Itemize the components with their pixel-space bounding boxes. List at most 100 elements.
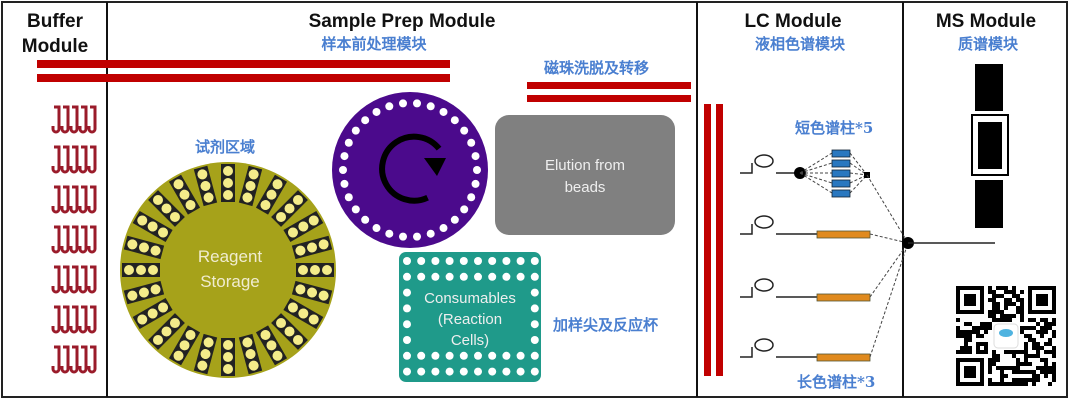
reaction-cell: [530, 351, 539, 360]
buffer-tube: [87, 145, 97, 174]
reagent-rack: [123, 280, 165, 305]
reagent-vial: [298, 221, 309, 232]
qr-module: [1048, 350, 1052, 354]
buffer-tube: [69, 105, 79, 134]
consumables-plate: [399, 252, 541, 382]
qr-module: [1028, 334, 1032, 338]
qr-module: [1032, 370, 1036, 374]
buffer-tube: [51, 225, 61, 254]
elution-label-2: beads: [565, 179, 606, 196]
reagent-vial: [223, 364, 233, 374]
reaction-cell: [530, 320, 539, 329]
qr-module: [1004, 290, 1008, 294]
long-column: [816, 230, 871, 239]
carousel-well: [372, 224, 381, 233]
flow-line: [869, 242, 909, 358]
reagent-vial: [200, 349, 211, 360]
qr-module: [996, 310, 1000, 314]
sample-prep-subtitle: 样本前处理模块: [321, 35, 427, 53]
qr-module: [1036, 346, 1040, 350]
reagent-label-2: Storage: [200, 272, 260, 291]
qr-module: [1036, 378, 1040, 382]
qr-module: [1048, 366, 1052, 370]
qr-module: [1000, 318, 1004, 322]
qr-module: [992, 290, 996, 294]
carousel-well: [426, 229, 435, 238]
pump-line: [740, 347, 753, 358]
reaction-cell: [445, 272, 454, 281]
qr-module: [968, 334, 972, 338]
qr-module: [1024, 354, 1028, 358]
reagent-rack: [168, 325, 201, 366]
qr-logo-mark: [999, 329, 1013, 337]
qr-module: [1000, 286, 1004, 290]
qr-module: [984, 330, 988, 334]
qr-module: [996, 286, 1000, 290]
qr-module: [1044, 374, 1048, 378]
split-line: [799, 162, 833, 174]
qr-module: [1052, 366, 1056, 370]
qr-module: [988, 378, 992, 382]
buffer-tube: [51, 145, 61, 174]
qr-module: [1004, 366, 1008, 370]
reagent-vial: [223, 352, 233, 362]
reagent-vial: [138, 287, 149, 298]
qr-module: [960, 350, 964, 354]
reagent-vial: [197, 169, 208, 180]
qr-module: [1000, 310, 1004, 314]
reaction-cell: [474, 272, 482, 281]
mass-spectrometer: [971, 64, 1009, 228]
reagent-vial: [284, 326, 295, 337]
qr-module: [992, 302, 996, 306]
carousel-well: [460, 205, 469, 214]
reagent-rack: [238, 165, 263, 207]
split-line: [799, 172, 833, 194]
reagent-vial: [242, 192, 253, 203]
carousel-well: [413, 99, 422, 108]
qr-module: [1020, 314, 1024, 318]
qr-finder: [956, 286, 984, 314]
buffer-tube: [87, 105, 97, 134]
qr-module: [1016, 358, 1020, 362]
reagent-vial: [248, 360, 259, 371]
qr-module: [1040, 334, 1044, 338]
qr-module: [1012, 366, 1016, 370]
reagent-rack: [123, 235, 165, 260]
carousel-well: [340, 179, 349, 188]
reagent-vial: [260, 200, 271, 211]
reagent-vial: [152, 335, 163, 346]
reaction-cell: [530, 336, 539, 344]
reagent-vial: [276, 211, 287, 222]
reagent-vial: [179, 340, 190, 351]
reaction-cell: [431, 257, 440, 265]
qr-module: [1052, 354, 1056, 358]
qr-module: [1048, 326, 1052, 330]
qr-module: [984, 350, 988, 354]
qr-module: [1008, 350, 1012, 354]
qr-module: [1016, 382, 1020, 386]
reaction-cell: [417, 367, 426, 376]
lc-subtitle: 液相色谱模块: [755, 35, 846, 53]
reagent-vial: [318, 239, 329, 250]
carousel-well: [413, 232, 422, 241]
qr-module: [992, 310, 996, 314]
qr-module: [1048, 342, 1052, 346]
qr-module: [976, 334, 980, 338]
qr-module: [968, 346, 972, 350]
carousel-well: [460, 126, 469, 135]
buffer-tube: [87, 265, 97, 294]
qr-module: [1024, 346, 1028, 350]
qr-module: [988, 290, 992, 294]
reagent-vial: [179, 189, 190, 200]
buffer-tube: [60, 345, 70, 374]
qr-module: [1024, 326, 1028, 330]
carousel-well: [385, 229, 394, 238]
qr-module: [1012, 314, 1016, 318]
carousel-well: [467, 193, 476, 202]
qr-module: [964, 346, 968, 350]
buffer-tube: [87, 185, 97, 214]
qr-module: [956, 326, 960, 330]
reaction-cell: [474, 367, 482, 376]
qr-module: [1008, 314, 1012, 318]
qr-module: [1024, 362, 1028, 366]
